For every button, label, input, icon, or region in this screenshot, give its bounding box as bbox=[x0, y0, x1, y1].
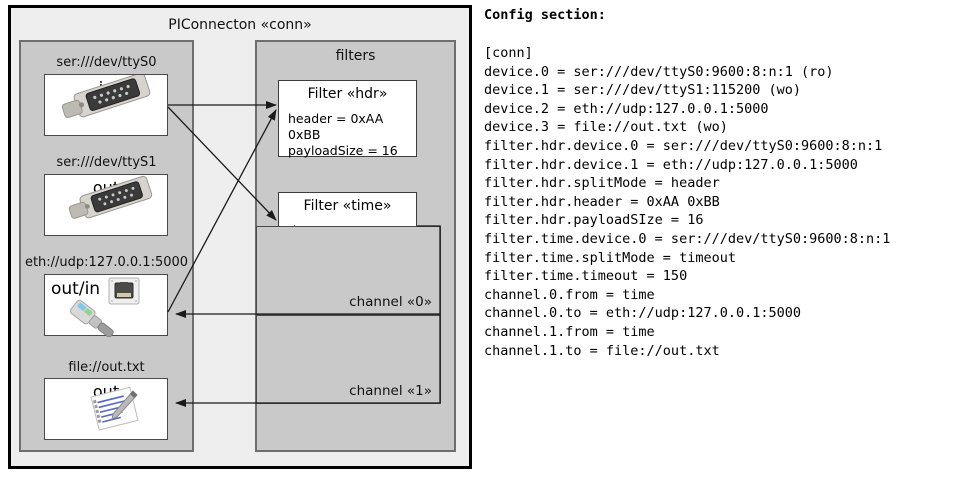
device-node-file[interactable]: out bbox=[44, 378, 168, 440]
channel-box-1[interactable]: channel «1» bbox=[256, 315, 441, 404]
config-line: channel.0.to = eth://udp:127.0.0.1:5000 bbox=[484, 305, 801, 322]
device-node-ttys0[interactable]: in bbox=[44, 72, 168, 136]
device-role-ttys0: in bbox=[98, 78, 114, 97]
filter-title-time: Filter «time» bbox=[303, 198, 392, 214]
device-role-file: out bbox=[92, 382, 120, 401]
device-role-eth: out/in bbox=[51, 279, 101, 299]
filter-node-hdr[interactable]: Filter «hdr» header = 0xAA 0xBB payloadS… bbox=[278, 80, 417, 159]
config-line: device.1 = ser:///dev/ttyS1:115200 (wo) bbox=[484, 82, 801, 99]
config-line: [conn] bbox=[484, 45, 533, 61]
filter-props-hdr: header = 0xAA 0xBB payloadSize = 16 bbox=[288, 111, 416, 159]
config-line: device.3 = file://out.txt (wo) bbox=[484, 119, 728, 136]
channel-label-0: channel «0» bbox=[349, 294, 432, 310]
config-line: filter.time.timeout = 150 bbox=[484, 268, 688, 285]
config-line: filter.hdr.splitMode = header bbox=[484, 175, 720, 192]
config-line: device.0 = ser:///dev/ttyS0:9600:8:n:1 (… bbox=[484, 63, 834, 80]
device-label-ttys0: ser:///dev/ttyS0 bbox=[56, 55, 157, 70]
config-line: device.2 = eth://udp:127.0.0.1:5000 bbox=[484, 100, 769, 117]
config-line: channel.1.to = file://out.txt bbox=[484, 342, 720, 359]
config-line: filter.hdr.device.1 = eth://udp:127.0.0.… bbox=[484, 156, 858, 173]
config-text-block: [conn] device.0 = ser:///dev/ttyS0:9600:8… bbox=[484, 44, 890, 360]
config-line: filter.time.splitMode = timeout bbox=[484, 249, 736, 266]
filter-prop: payloadSize = 16 bbox=[288, 143, 398, 158]
device-node-eth[interactable]: out/in bbox=[44, 274, 168, 338]
filter-prop: header = 0xAA 0xBB bbox=[288, 111, 384, 142]
device-label-ttys1: ser:///dev/ttyS1 bbox=[56, 155, 157, 170]
architecture-diagram: PIConnecton «conn» ser:///dev/ttyS0 in bbox=[0, 0, 478, 484]
config-heading: Config section: bbox=[484, 7, 606, 23]
diagram-title: PIConnecton «conn» bbox=[168, 17, 312, 33]
config-line: channel.1.from = time bbox=[484, 323, 655, 340]
filter-title-hdr: Filter «hdr» bbox=[307, 86, 388, 102]
filters-group-title: filters bbox=[335, 48, 376, 64]
channel-box-0[interactable]: channel «0» bbox=[256, 226, 441, 315]
config-line: channel.0.from = time bbox=[484, 286, 655, 303]
device-label-file: file://out.txt bbox=[68, 360, 145, 375]
config-line: filter.time.device.0 = ser:///dev/ttyS0:… bbox=[484, 230, 891, 247]
device-node-ttys1[interactable]: out bbox=[44, 174, 168, 236]
device-role-ttys1: out bbox=[92, 178, 120, 197]
config-panel: Config section: [conn] device.0 = ser:///… bbox=[482, 0, 964, 484]
config-line: filter.hdr.header = 0xAA 0xBB bbox=[484, 193, 720, 210]
config-line: filter.hdr.device.0 = ser:///dev/ttyS0:9… bbox=[484, 137, 883, 154]
channel-label-1: channel «1» bbox=[349, 383, 432, 399]
config-line: filter.hdr.payloadSIze = 16 bbox=[484, 212, 704, 229]
device-label-eth: eth://udp:127.0.0.1:5000 bbox=[24, 255, 189, 270]
